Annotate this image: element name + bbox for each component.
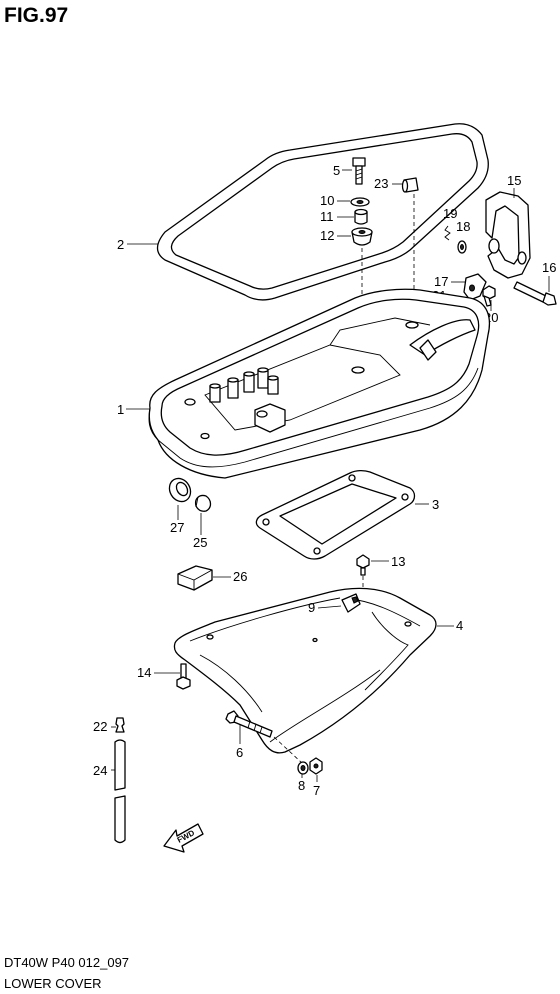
part-24-hose xyxy=(114,739,126,844)
part-17-link xyxy=(463,273,487,301)
part-2-seal xyxy=(156,123,489,301)
callout-6: 6 xyxy=(236,745,243,760)
figure-caption: LOWER COVER xyxy=(4,976,102,991)
part-1-bosses xyxy=(209,367,286,433)
callout-16: 16 xyxy=(542,260,556,275)
part-12-grommet xyxy=(351,227,373,246)
callout-22: 22 xyxy=(93,719,107,734)
callout-4: 4 xyxy=(456,618,463,633)
callout-9: 9 xyxy=(308,600,315,615)
callout-7: 7 xyxy=(313,783,320,798)
model-code: DT40W P40 012_097 xyxy=(4,955,129,970)
part-10-washer xyxy=(350,197,370,207)
figure-title: FIG.97 xyxy=(4,4,68,27)
callout-19: 19 xyxy=(443,206,457,221)
part-18-washer xyxy=(457,240,467,254)
callout-10: 10 xyxy=(320,193,334,208)
callout-14: 14 xyxy=(137,665,151,680)
part-4-lower-cover-shell xyxy=(173,587,437,754)
part-19-clip xyxy=(444,225,451,241)
part-15-bracket xyxy=(485,191,531,279)
part-8-washer xyxy=(297,761,309,775)
callout-8: 8 xyxy=(298,778,305,793)
callout-25: 25 xyxy=(193,535,207,550)
callout-18: 18 xyxy=(456,219,470,234)
part-22-fitting xyxy=(115,717,125,733)
part-9-clip-nut xyxy=(341,593,361,613)
part-20-bolt xyxy=(482,285,496,307)
part-26-rubber-pad xyxy=(177,565,213,591)
part-13-screw xyxy=(356,554,370,576)
callout-27: 27 xyxy=(170,520,184,535)
callout-2: 2 xyxy=(117,237,124,252)
callout-17: 17 xyxy=(434,274,448,289)
part-16-bolt xyxy=(513,281,557,306)
callout-24: 24 xyxy=(93,763,107,778)
callout-5: 5 xyxy=(333,163,340,178)
part-1-lower-cover xyxy=(148,288,491,479)
callout-12: 12 xyxy=(320,228,334,243)
part-6-bolt xyxy=(225,710,273,738)
part-27-grommet xyxy=(168,477,192,503)
part-11-collar xyxy=(354,208,368,225)
part-7-nut xyxy=(309,757,323,775)
callout-3: 3 xyxy=(432,497,439,512)
callout-1: 1 xyxy=(117,402,124,417)
fwd-arrow-icon: FWD xyxy=(163,823,204,853)
callout-13: 13 xyxy=(391,554,405,569)
callout-26: 26 xyxy=(233,569,247,584)
part-5-bolt xyxy=(352,157,366,185)
part-25-cap xyxy=(194,494,212,512)
callout-11: 11 xyxy=(320,209,334,224)
callout-15: 15 xyxy=(507,173,521,188)
callout-23: 23 xyxy=(374,176,388,191)
part-23-pin xyxy=(401,177,419,193)
part-14-screw xyxy=(176,663,191,690)
part-3-gasket xyxy=(255,469,416,560)
